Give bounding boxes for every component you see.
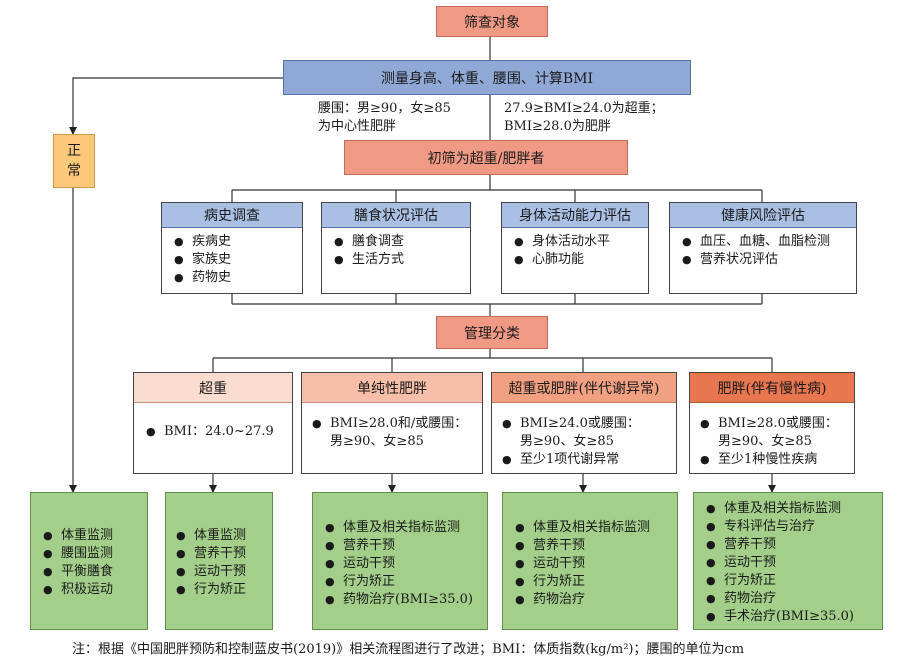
list-item: 至少1项代谢异常 — [500, 451, 619, 469]
category-title: 单纯性肥胖 — [302, 373, 482, 403]
criteria-continuation: 男≥90、女≥85 — [330, 434, 424, 449]
category-title: 肥胖(伴有慢性病) — [690, 373, 854, 403]
screening-target-label: 筛查对象 — [464, 14, 520, 31]
list-item: 运动干预 — [174, 563, 246, 581]
intervention-box-simple-obesity: 体重及相关指标监测 营养干预 运动干预 行为矫正 药物治疗(BMI≥35.0) — [312, 492, 488, 630]
assessment-list: 血压、血糖、血脂检测 营养状况评估 — [680, 233, 830, 269]
list-item: 心肺功能 — [512, 251, 610, 269]
measure-node: 测量身高、体重、腰围、计算BMI — [283, 60, 691, 95]
category-criteria: BMI：24.0~27.9 — [144, 423, 274, 441]
intervention-box-overweight: 体重监测 营养干预 运动干预 行为矫正 — [165, 492, 273, 630]
management-label: 管理分类 — [464, 325, 520, 342]
list-item: 膳食调查 — [332, 233, 404, 251]
list-item: 疾病史 — [172, 233, 231, 251]
list-item: 药物治疗 — [704, 590, 854, 608]
list-item: 运动干预 — [704, 554, 854, 572]
intervention-box-chronic: 体重及相关指标监测 专科评估与治疗 营养干预 运动干预 行为矫正 药物治疗 手术… — [693, 492, 883, 630]
list-item: 运动干预 — [323, 555, 473, 573]
footnote: 注：根据《中国肥胖预防和控制蓝皮书(2019)》相关流程图进行了改进；BMI：体… — [72, 642, 745, 657]
list-item: BMI≥24.0或腰围： — [500, 415, 640, 433]
list-item: BMI≥28.0和/或腰围： — [310, 415, 467, 433]
assessment-box-history: 病史调查 疾病史 家族史 药物史 — [161, 202, 303, 294]
category-title: 超重 — [134, 373, 292, 403]
list-item: 至少1种慢性疾病 — [698, 451, 817, 469]
assessment-list: 膳食调查 生活方式 — [332, 233, 404, 269]
category-criteria-extra: 至少1种慢性疾病 — [698, 451, 817, 469]
list-item: BMI≥28.0或腰围： — [698, 415, 838, 433]
category-box-simple-obesity: 单纯性肥胖 BMI≥28.0和/或腰围： 男≥90、女≥85 — [301, 372, 483, 474]
list-item: 营养干预 — [704, 536, 854, 554]
criteria-continuation: 男≥90、女≥85 — [520, 434, 614, 449]
normal-node: 正 常 — [53, 134, 95, 188]
assessment-title: 膳食状况评估 — [322, 203, 470, 228]
list-item: 营养干预 — [323, 537, 473, 555]
waist-note-line-1: 腰围：男≥90，女≥85 — [318, 101, 451, 116]
list-item: 药物治疗 — [513, 591, 650, 609]
list-item: 药物治疗(BMI≥35.0) — [323, 591, 473, 609]
category-title: 超重或肥胖(伴代谢异常) — [492, 373, 676, 403]
assessment-box-activity: 身体活动能力评估 身体活动水平 心肺功能 — [501, 202, 649, 294]
criteria-continuation: 男≥90、女≥85 — [718, 434, 812, 449]
intervention-list: 体重监测 营养干预 运动干预 行为矫正 — [174, 527, 246, 599]
intervention-list: 体重及相关指标监测 营养干预 运动干预 行为矫正 药物治疗(BMI≥35.0) — [323, 519, 473, 609]
list-item: 腰围监测 — [41, 545, 113, 563]
assessment-list: 疾病史 家族史 药物史 — [172, 233, 231, 287]
list-item: 行为矫正 — [174, 581, 246, 599]
intervention-list: 体重及相关指标监测 营养干预 运动干预 行为矫正 药物治疗 — [513, 519, 650, 609]
list-item: 血压、血糖、血脂检测 — [680, 233, 830, 251]
measure-label: 测量身高、体重、腰围、计算BMI — [380, 70, 594, 87]
assessment-title: 病史调查 — [162, 203, 302, 228]
normal-char-2: 常 — [67, 163, 81, 179]
category-box-overweight: 超重 BMI：24.0~27.9 — [133, 372, 293, 474]
bmi-note-line-1: 27.9≥BMI≥24.0为超重； — [504, 101, 664, 116]
category-criteria: BMI≥28.0和/或腰围： — [310, 415, 467, 433]
intervention-box-normal: 体重监测 腰围监测 平衡膳食 积极运动 — [30, 492, 148, 630]
list-item: 营养状况评估 — [680, 251, 830, 269]
initial-screen-label: 初筛为超重/肥胖者 — [427, 150, 545, 167]
list-item: BMI：24.0~27.9 — [144, 423, 274, 441]
list-item: 手术治疗(BMI≥35.0) — [704, 608, 854, 626]
list-item: 身体活动水平 — [512, 233, 610, 251]
assessment-box-risk: 健康风险评估 血压、血糖、血脂检测 营养状况评估 — [669, 202, 857, 294]
assessment-title: 健康风险评估 — [670, 203, 856, 228]
assessment-box-diet: 膳食状况评估 膳食调查 生活方式 — [321, 202, 471, 294]
category-box-chronic: 肥胖(伴有慢性病) BMI≥28.0或腰围： 男≥90、女≥85 至少1种慢性疾… — [689, 372, 855, 474]
bmi-note: 27.9≥BMI≥24.0为超重； BMI≥28.0为肥胖 — [504, 100, 664, 136]
list-item: 行为矫正 — [513, 573, 650, 591]
list-item: 运动干预 — [513, 555, 650, 573]
category-box-metabolic: 超重或肥胖(伴代谢异常) BMI≥24.0或腰围： 男≥90、女≥85 至少1项… — [491, 372, 677, 474]
category-criteria: BMI≥28.0或腰围： — [698, 415, 838, 433]
list-item: 营养干预 — [174, 545, 246, 563]
list-item: 积极运动 — [41, 581, 113, 599]
screening-target-node: 筛查对象 — [436, 6, 548, 37]
list-item: 平衡膳食 — [41, 563, 113, 581]
initial-screen-node: 初筛为超重/肥胖者 — [344, 140, 628, 175]
list-item: 行为矫正 — [704, 572, 854, 590]
list-item: 专科评估与治疗 — [704, 518, 854, 536]
intervention-list: 体重及相关指标监测 专科评估与治疗 营养干预 运动干预 行为矫正 药物治疗 手术… — [704, 500, 854, 626]
management-node: 管理分类 — [436, 316, 548, 349]
assessment-title: 身体活动能力评估 — [502, 203, 648, 228]
waist-note: 腰围：男≥90，女≥85 为中心性肥胖 — [318, 100, 451, 136]
bmi-note-line-2: BMI≥28.0为肥胖 — [504, 119, 611, 134]
waist-note-line-2: 为中心性肥胖 — [318, 119, 397, 134]
list-item: 体重监测 — [174, 527, 246, 545]
list-item: 营养干预 — [513, 537, 650, 555]
category-criteria: BMI≥24.0或腰围： — [500, 415, 640, 433]
list-item: 体重及相关指标监测 — [513, 519, 650, 537]
list-item: 体重及相关指标监测 — [704, 500, 854, 518]
list-item: 生活方式 — [332, 251, 404, 269]
assessment-list: 身体活动水平 心肺功能 — [512, 233, 610, 269]
list-item: 体重及相关指标监测 — [323, 519, 473, 537]
list-item: 药物史 — [172, 269, 231, 287]
intervention-list: 体重监测 腰围监测 平衡膳食 积极运动 — [41, 527, 113, 599]
intervention-box-metabolic: 体重及相关指标监测 营养干预 运动干预 行为矫正 药物治疗 — [502, 492, 678, 630]
list-item: 行为矫正 — [323, 573, 473, 591]
category-criteria-extra: 至少1项代谢异常 — [500, 451, 619, 469]
list-item: 体重监测 — [41, 527, 113, 545]
normal-char-1: 正 — [67, 143, 81, 159]
list-item: 家族史 — [172, 251, 231, 269]
